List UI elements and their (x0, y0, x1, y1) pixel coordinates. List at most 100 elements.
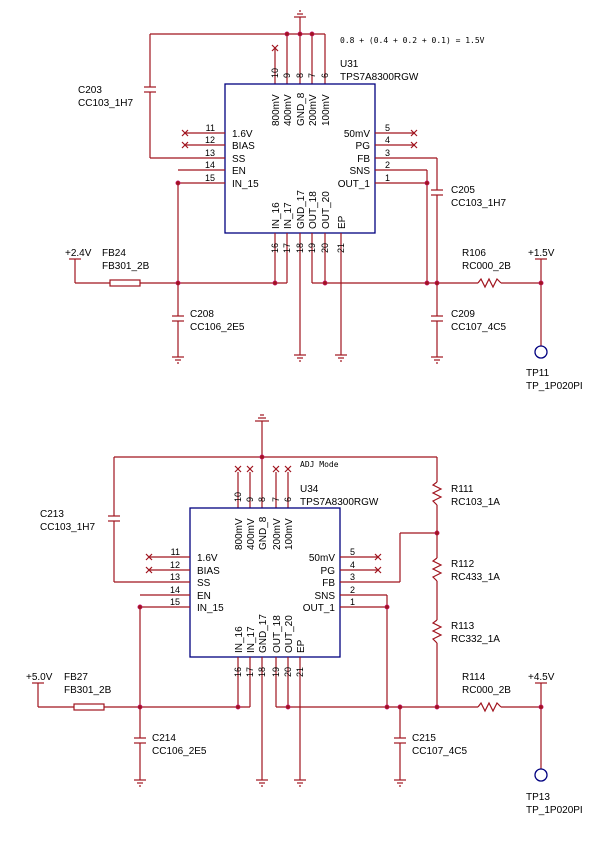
pin-name: 50mV (309, 553, 335, 564)
net-1v5: +1.5V (528, 248, 555, 259)
pin-name: IN_16 (271, 202, 282, 229)
pin-name: OUT_18 (308, 191, 319, 229)
annotation-u31: 0.8 + (0.4 + 0.2 + 0.1) = 1.5V (340, 36, 485, 45)
c213-ref: C213 (40, 509, 64, 520)
pin-number: 10 (233, 492, 243, 502)
pin-name: FB (322, 578, 335, 589)
c205-value: CC103_1H7 (451, 198, 506, 209)
pin-number: 21 (295, 667, 305, 677)
pin-number: 18 (295, 243, 305, 253)
u34-part: TPS7A8300RGW (300, 497, 379, 508)
u34-ref: U34 (300, 484, 319, 495)
pin-number: 3 (385, 148, 390, 158)
c203-value: CC103_1H7 (78, 98, 133, 109)
r113-ref: R113 (451, 621, 475, 632)
pin-number: 16 (270, 243, 280, 253)
tp13-ref: TP13 (526, 792, 550, 803)
fb27-ref: FB27 (64, 672, 88, 683)
pin-number: 20 (320, 243, 330, 253)
pin-number: 9 (282, 73, 292, 78)
tp11-value: TP_1P020PI (526, 381, 583, 392)
pin-name: EP (337, 215, 348, 229)
r113-resistor (431, 619, 443, 644)
pin-name: 400mV (246, 518, 257, 550)
pin-number: 12 (170, 560, 180, 570)
pin-name: PG (321, 566, 336, 577)
circuit-u31: 0.8 + (0.4 + 0.2 + 0.1) = 1.5V C203 CC10… (65, 10, 583, 392)
pin-number: 11 (206, 123, 215, 133)
pin-name: OUT_20 (284, 615, 295, 653)
pin-number: 2 (350, 585, 355, 595)
pin-number: 18 (257, 667, 267, 677)
fb24-value: FB301_2B (102, 261, 150, 272)
pin-name: GND_8 (258, 516, 269, 550)
gnd-symbol-top-u31 (294, 10, 306, 34)
pin-number: 1 (385, 173, 390, 183)
tp13-value: TP_1P020PI (526, 805, 583, 816)
c214-ref: C214 (152, 733, 176, 744)
pin-number: 14 (170, 585, 180, 595)
r111-ref: R111 (451, 484, 474, 495)
r112-ref: R112 (451, 559, 475, 570)
pin-number: 21 (336, 243, 346, 253)
pin-number: 8 (295, 73, 305, 78)
pin-number: 4 (350, 560, 355, 570)
r114-resistor (477, 701, 502, 713)
pin-number: 5 (385, 123, 390, 133)
annotation-u34: ADJ Mode (300, 460, 339, 469)
c209-value: CC107_4C5 (451, 322, 506, 333)
pin-number: 19 (307, 243, 317, 253)
net-5v0: +5.0V (26, 672, 53, 683)
pin-name: SNS (349, 166, 370, 177)
pin-name: BIAS (232, 141, 255, 152)
pin-name: 800mV (271, 94, 282, 126)
pin-name: IN_17 (246, 626, 257, 653)
u34-bottom-pins: 16IN_1617IN_1718GND_1719OUT_1820OUT_2021… (233, 614, 307, 677)
u31-ref: U31 (340, 59, 359, 70)
c209-ref: C209 (451, 309, 475, 320)
pin-number: 16 (233, 667, 243, 677)
pin-name: PG (356, 141, 371, 152)
pin-number: 9 (245, 497, 255, 502)
tp13-testpoint (534, 768, 548, 782)
pin-number: 6 (283, 497, 293, 502)
pin-number: 15 (170, 597, 180, 607)
pin-number: 3 (350, 572, 355, 582)
r112-value: RC433_1A (451, 572, 500, 583)
pin-number: 1 (350, 597, 355, 607)
pin-number: 13 (170, 572, 180, 582)
net-2v4: +2.4V (65, 248, 92, 259)
pin-name: IN_15 (232, 179, 259, 190)
pin-number: 8 (257, 497, 267, 502)
pin-number: 17 (282, 243, 292, 253)
pin-number: 11 (171, 547, 180, 557)
pin-number: 7 (307, 73, 317, 78)
fb27-bead (73, 703, 105, 711)
pin-number: 14 (205, 160, 215, 170)
pin-name: OUT_20 (321, 191, 332, 229)
pin-number: 12 (205, 135, 215, 145)
pin-name: 1.6V (197, 553, 218, 564)
r113-value: RC332_1A (451, 634, 500, 645)
fb27-value: FB301_2B (64, 685, 112, 696)
fb24-ref: FB24 (102, 248, 126, 259)
pin-name: IN_16 (234, 626, 245, 653)
pin-name: EN (232, 166, 246, 177)
pin-name: IN_17 (283, 202, 294, 229)
pin-number: 19 (271, 667, 281, 677)
r106-value: RC000_2B (462, 261, 511, 272)
c213-value: CC103_1H7 (40, 522, 95, 533)
pin-name: EP (296, 639, 307, 653)
pin-number: 10 (270, 68, 280, 78)
pin-name: SNS (314, 591, 335, 602)
pin-number: 13 (205, 148, 215, 158)
pin-name: IN_15 (197, 603, 224, 614)
r111-resistor (431, 481, 443, 506)
pin-name: 100mV (321, 94, 332, 126)
c203-ref: C203 (78, 85, 102, 96)
r106-ref: R106 (462, 248, 486, 259)
